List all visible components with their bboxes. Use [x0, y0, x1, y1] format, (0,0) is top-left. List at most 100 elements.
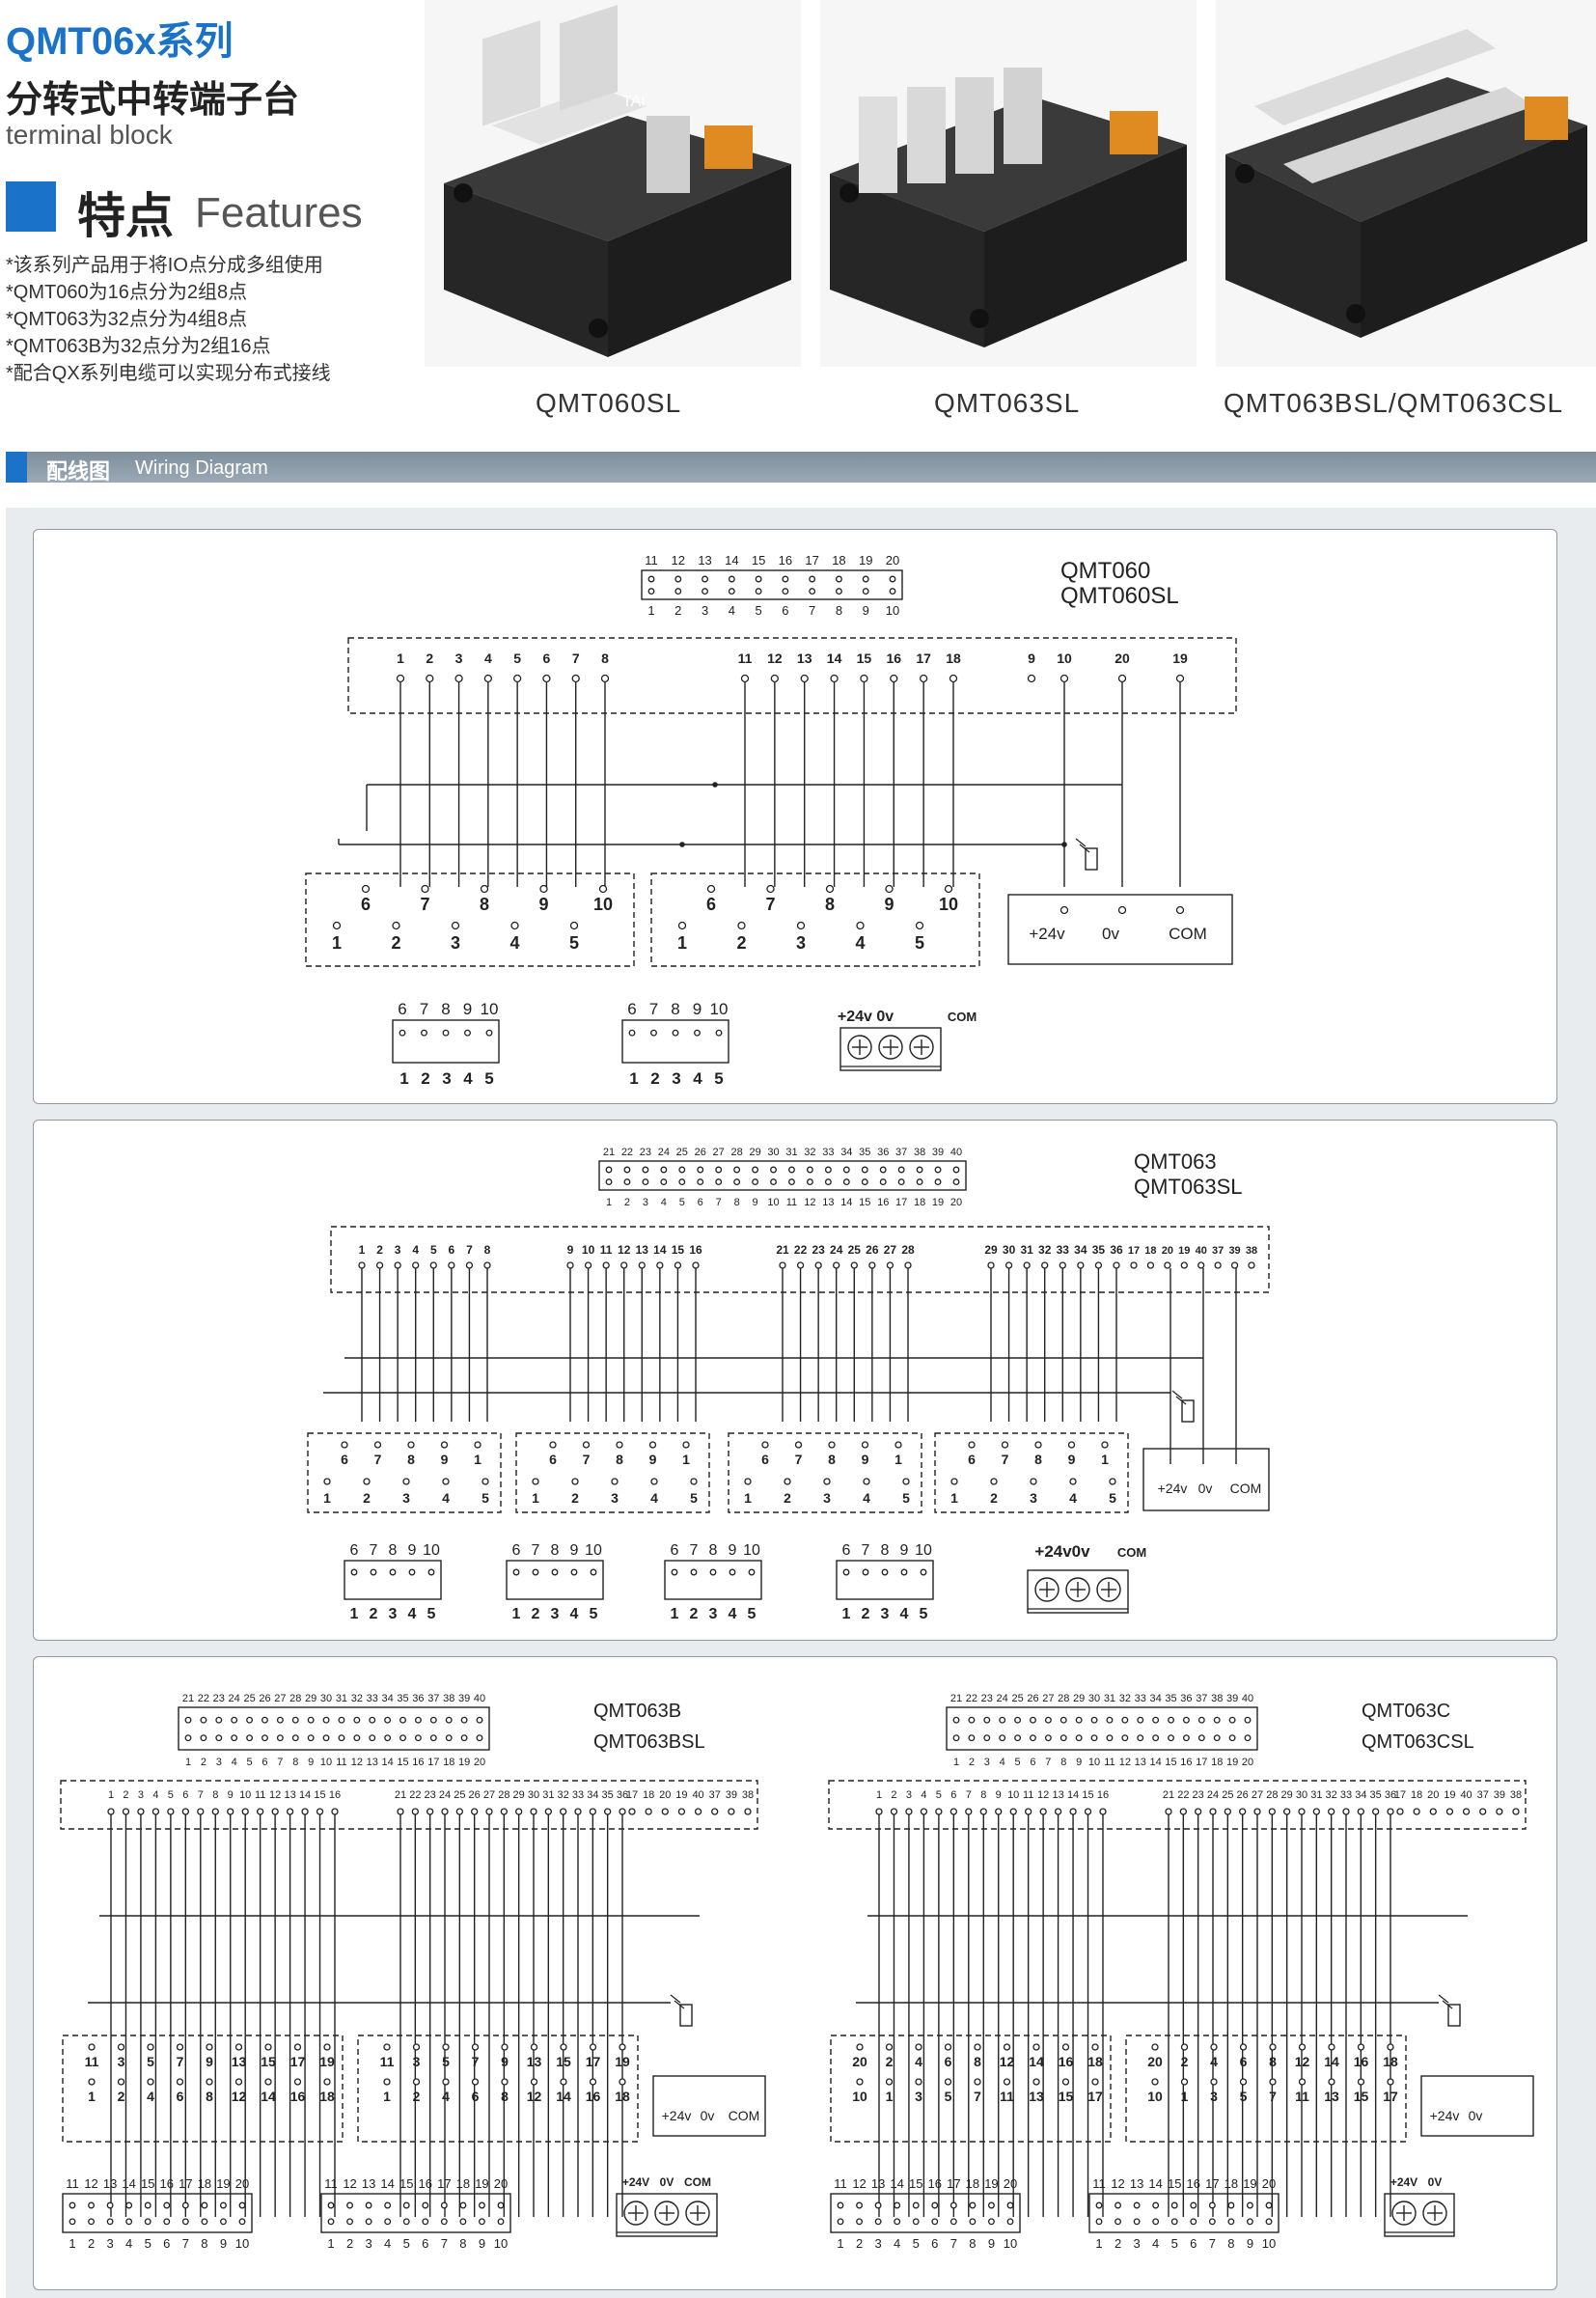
pin-label: 7 — [466, 1243, 473, 1257]
pin-label: 11 — [1023, 1789, 1033, 1801]
connector-pin — [464, 1029, 471, 1037]
idc-connector-40 — [946, 1706, 1258, 1751]
connector-pin — [952, 1734, 960, 1742]
pin-terminal — [1210, 2043, 1218, 2051]
pin-terminal — [234, 2043, 243, 2051]
connector-pin — [874, 2218, 882, 2226]
pin-label: 12 — [618, 1243, 631, 1257]
pin-terminal — [1059, 905, 1069, 915]
pin-terminal — [471, 1808, 479, 1815]
connector-pin-label: 11 — [66, 2176, 79, 2191]
pin-label: 13 — [1324, 2089, 1339, 2104]
connector-pin-label: 26 — [1027, 1693, 1038, 1704]
connector-pin-label: 17 — [427, 1757, 439, 1768]
connector-pin-label: 5 — [145, 2236, 151, 2251]
pin-label: 3 — [1030, 1490, 1037, 1506]
connector-pin-label: 3 — [881, 1606, 890, 1622]
pin-label: 27 — [1252, 1789, 1263, 1801]
pin-terminal — [1248, 1261, 1255, 1269]
pin-label: 7 — [420, 895, 429, 914]
connector-pin — [782, 588, 789, 595]
pin-label: 7 — [177, 2054, 184, 2069]
idc-connector-qmt060 — [641, 569, 903, 600]
pin-label: 23 — [425, 1789, 436, 1801]
connector-pin-label: 1 — [647, 603, 654, 618]
connector-pin — [1006, 2218, 1014, 2226]
pin-terminal — [512, 674, 522, 683]
connector-pin-label: 20 — [474, 1757, 485, 1768]
pin-label: 10 — [939, 895, 958, 914]
connector-pin-label: 16 — [1180, 1757, 1192, 1768]
pin-label: 39 — [1228, 1245, 1240, 1257]
pin-label: 29 — [513, 1789, 525, 1801]
pin-terminal — [542, 674, 551, 683]
connector-pin — [1121, 1716, 1129, 1724]
connector-pin — [879, 1166, 887, 1174]
pin-label: 3 — [118, 2054, 125, 2069]
idc-sub-connector — [836, 1560, 934, 1600]
pin-terminal — [1054, 1808, 1062, 1815]
pin-label: 7 — [966, 1789, 972, 1801]
pin-label: 7 — [795, 1452, 803, 1467]
connector-pin-label: 2 — [88, 2236, 95, 2251]
idc-sub-connector — [621, 1019, 729, 1064]
connector-pin — [1106, 1734, 1114, 1742]
pin-label: 12 — [527, 2089, 542, 2104]
pin-label: 23 — [812, 1243, 825, 1257]
pin-terminal — [944, 2043, 952, 2051]
connector-pin-label: 3 — [672, 1069, 680, 1088]
connector-pin — [752, 1178, 759, 1186]
pin-label: 29 — [1281, 1789, 1293, 1801]
connector-pin-label: 15 — [859, 1197, 870, 1208]
pin-terminal — [645, 1808, 652, 1815]
led-arrow-icon — [1171, 1390, 1183, 1399]
pin-terminal — [915, 921, 924, 930]
pin-terminal — [455, 1808, 463, 1815]
pin-label: 3 — [451, 933, 460, 953]
connector-pin-label: 7 — [690, 1542, 699, 1559]
connector-pin-label: 21 — [603, 1147, 615, 1158]
pin-label: 6 — [182, 1789, 188, 1801]
connector-pin-label: 2 — [532, 1606, 540, 1622]
pin-label: 5 — [945, 2089, 952, 2104]
pin-terminal — [894, 1441, 902, 1449]
connector-pin-label: 4 — [693, 1069, 702, 1088]
connector-pin — [952, 1166, 960, 1174]
connector-pin — [370, 1568, 377, 1576]
pin-terminal — [147, 2078, 154, 2086]
connector-pin-label: 9 — [1076, 1757, 1082, 1768]
connector-pin — [238, 2218, 246, 2226]
connector-pin — [1190, 2201, 1197, 2209]
pin-label: 15 — [672, 1243, 685, 1257]
connector-pin-label: 7 — [649, 1000, 658, 1018]
pin-label: 32 — [1038, 1243, 1052, 1257]
connector-pin-label: 7 — [182, 2236, 189, 2251]
connector-pin — [1152, 1716, 1160, 1724]
connector-pin — [261, 1716, 268, 1724]
pin-terminal — [885, 2043, 894, 2051]
connector-pin-label: 34 — [1150, 1693, 1162, 1704]
pin-terminal — [1269, 2043, 1277, 2051]
pin-label: 1 — [397, 651, 404, 666]
connector-pin — [916, 1166, 923, 1174]
pin-label: 6 — [449, 1243, 455, 1257]
pin-label: 8 — [212, 1789, 218, 1801]
pin-terminal — [828, 1441, 836, 1449]
pin-terminal — [1445, 1808, 1454, 1815]
pin-label: 15 — [261, 2054, 276, 2069]
pin-terminal — [1180, 2043, 1189, 2051]
connector-pin-label: 7 — [532, 1542, 540, 1559]
pin-terminal — [323, 1478, 331, 1485]
connector-pin-label: 13 — [362, 2176, 375, 2191]
pin-terminal — [856, 921, 865, 930]
pin-terminal — [974, 2078, 981, 2086]
connector-pin-label: 2 — [201, 1757, 206, 1768]
connector-pin-label: 20 — [950, 1197, 962, 1208]
pin-label: 13 — [1052, 1789, 1063, 1801]
terminal-label: COM — [1117, 1545, 1146, 1560]
connector-pin-label: 33 — [822, 1147, 834, 1158]
terminal-label: +24v0v — [1034, 1542, 1090, 1561]
connector-pin-label: 18 — [198, 2176, 211, 2191]
connector-pin — [1014, 1716, 1022, 1724]
pin-label: 9 — [996, 1789, 1002, 1801]
